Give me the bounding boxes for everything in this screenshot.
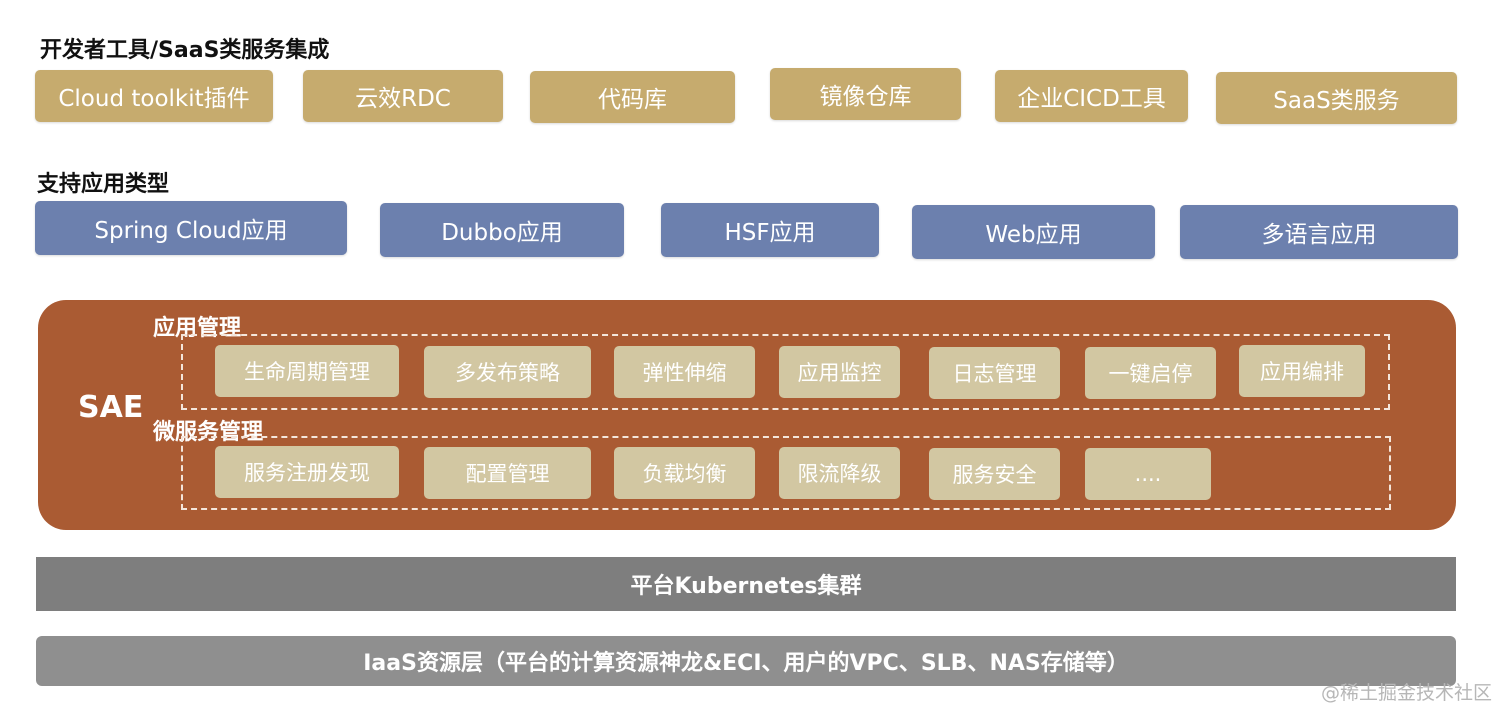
iaas-layer: IaaS资源层（平台的计算资源神龙&ECI、用户的VPC、SLB、NAS存储等）	[36, 636, 1456, 686]
feature-lifecycle-mgmt: 生命周期管理	[215, 345, 399, 397]
apptype-spring-cloud: Spring Cloud应用	[35, 201, 347, 255]
app-mgmt-group	[181, 334, 1390, 410]
feature-more: ....	[1085, 448, 1211, 500]
kubernetes-layer: 平台Kubernetes集群	[36, 557, 1456, 611]
feature-load-balancing: 负载均衡	[614, 447, 755, 499]
feature-one-click-start-stop: 一键启停	[1085, 347, 1216, 399]
app-mgmt-heading: 应用管理	[153, 316, 242, 341]
devtools-item-enterprise-cicd: 企业CICD工具	[995, 70, 1188, 122]
apptype-multi-language: 多语言应用	[1180, 205, 1458, 259]
feature-service-discovery: 服务注册发现	[215, 446, 399, 498]
apptype-web: Web应用	[912, 205, 1155, 259]
apptype-hsf: HSF应用	[661, 203, 879, 257]
feature-log-mgmt: 日志管理	[929, 347, 1060, 399]
feature-service-security: 服务安全	[929, 448, 1060, 500]
feature-app-orchestration: 应用编排	[1239, 345, 1365, 397]
feature-app-monitoring: 应用监控	[779, 346, 900, 398]
apptypes-heading: 支持应用类型	[37, 172, 170, 197]
sae-label: SAE	[78, 390, 144, 425]
devtools-item-code-repo: 代码库	[530, 71, 735, 123]
devtools-heading: 开发者工具/SaaS类服务集成	[40, 38, 330, 63]
watermark: @稀土掘金技术社区	[1320, 682, 1492, 704]
devtools-item-rdc: 云效RDC	[303, 70, 503, 122]
feature-multi-release-strategy: 多发布策略	[424, 346, 591, 398]
devtools-item-saas-services: SaaS类服务	[1216, 72, 1457, 124]
devtools-item-image-registry: 镜像仓库	[770, 68, 961, 120]
microservice-mgmt-heading: 微服务管理	[153, 420, 264, 445]
feature-config-mgmt: 配置管理	[424, 447, 591, 499]
microservice-mgmt-group	[181, 436, 1391, 510]
devtools-item-cloud-toolkit: Cloud toolkit插件	[35, 70, 273, 122]
feature-rate-limiting: 限流降级	[779, 447, 900, 499]
feature-auto-scaling: 弹性伸缩	[614, 346, 755, 398]
apptype-dubbo: Dubbo应用	[380, 203, 624, 257]
